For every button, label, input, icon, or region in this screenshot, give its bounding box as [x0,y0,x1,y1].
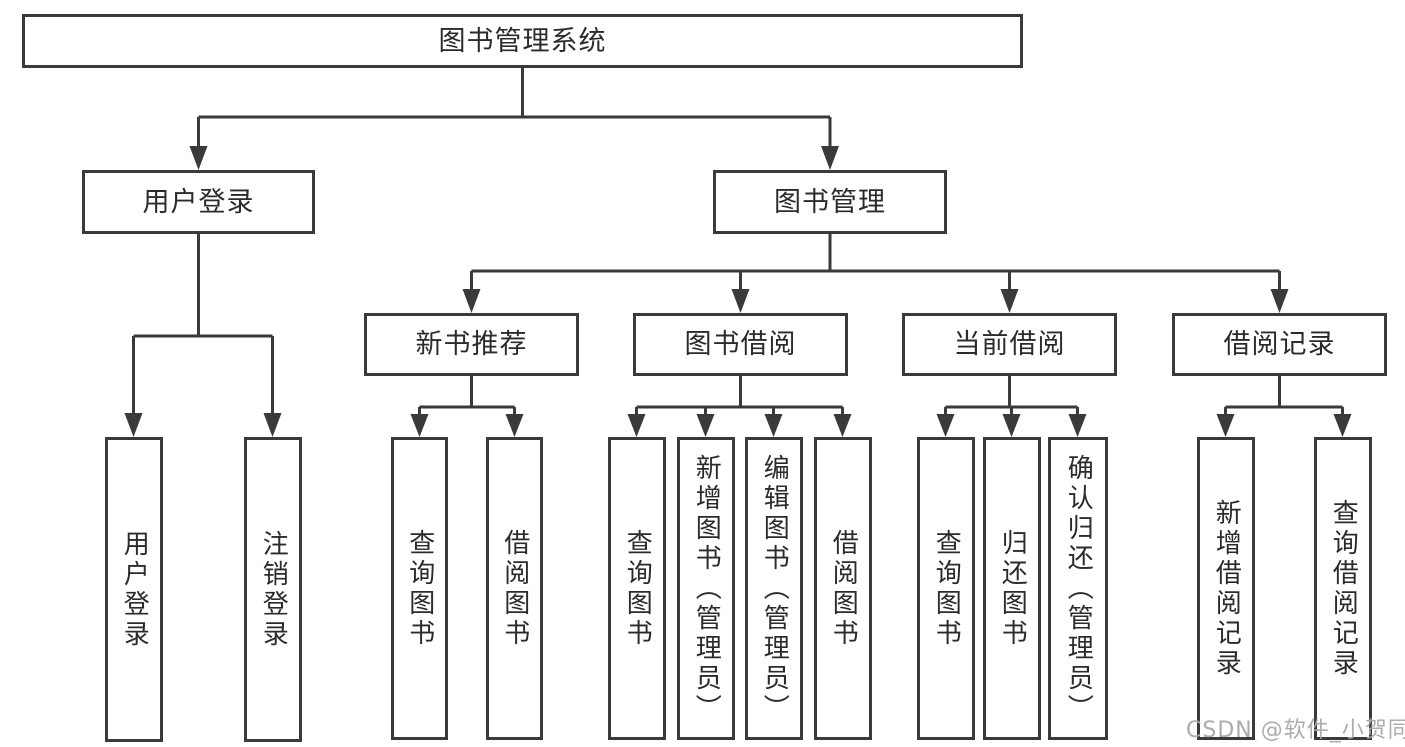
leaf-query-borrow-record-label: 查询借阅记录 [1328,498,1359,679]
leaf-query-books-current: 查询图书 [917,437,975,740]
leaf-borrow-books-recommend-label: 借阅图书 [499,528,530,649]
connector-book-mgmt-to-level2 [470,234,1281,309]
connector-root-to-level1 [197,68,832,166]
leaf-confirm-return-admin: 确认归还（管理员） [1048,437,1108,740]
leaf-return-books-label: 归还图书 [997,528,1028,649]
leaf-logout: 注销登录 [244,437,302,742]
leaf-user-login-label: 用户登录 [119,529,150,650]
arrowheads-level2 [462,289,1289,313]
arrowheads-user-login-leaves [124,413,282,437]
connector-new-books-to-leaves [418,376,516,433]
leaf-borrow-books-label: 借阅图书 [828,528,859,649]
leaf-add-borrow-record-label: 新增借阅记录 [1211,498,1242,679]
node-book-borrowing: 图书借阅 [633,313,848,376]
leaf-borrow-books-recommend: 借阅图书 [486,437,543,740]
leaf-query-books-borrow: 查询图书 [608,437,666,740]
leaf-query-borrow-record: 查询借阅记录 [1314,437,1372,740]
connector-user-login-to-leaves [132,234,274,433]
connector-current-borrow-to-leaves [944,376,1079,433]
leaf-confirm-return-admin-label: 确认归还（管理员） [1063,453,1094,724]
arrowheads-current-borrow-leaves [936,414,1087,437]
node-new-book-recommendation: 新书推荐 [364,313,579,376]
arrowheads-book-borrow-leaves [627,414,852,437]
connector-book-borrow-to-leaves [635,376,844,433]
leaf-query-books-recommend: 查询图书 [391,437,448,740]
connector-borrow-records-to-leaves [1224,376,1344,433]
leaf-add-books-admin: 新增图书（管理员） [677,437,735,740]
csdn-watermark: CSDN @软件_小贺同学 [1186,718,1405,743]
leaf-borrow-books: 借阅图书 [814,437,872,740]
arrowheads-level1 [189,146,839,170]
leaf-query-books-borrow-label: 查询图书 [622,528,653,649]
leaf-add-books-admin-label: 新增图书（管理员） [691,453,722,724]
node-user-login: 用户登录 [82,170,315,234]
leaf-user-login: 用户登录 [105,437,163,742]
arrowheads-new-books-leaves [410,414,524,437]
node-book-management: 图书管理 [713,170,947,234]
leaf-add-borrow-record: 新增借阅记录 [1197,437,1255,740]
leaf-return-books: 归还图书 [983,437,1041,740]
node-borrowing-records: 借阅记录 [1172,313,1387,376]
leaf-query-books-recommend-label: 查询图书 [404,528,435,649]
leaf-edit-books-admin: 编辑图书（管理员） [745,437,803,740]
arrowheads-borrow-records-leaves [1216,414,1352,437]
leaf-edit-books-admin-label: 编辑图书（管理员） [759,453,790,724]
leaf-logout-label: 注销登录 [258,529,289,650]
node-root-library-management-system: 图书管理系统 [22,14,1023,68]
leaf-query-books-current-label: 查询图书 [931,528,962,649]
node-current-borrowing: 当前借阅 [902,313,1117,376]
